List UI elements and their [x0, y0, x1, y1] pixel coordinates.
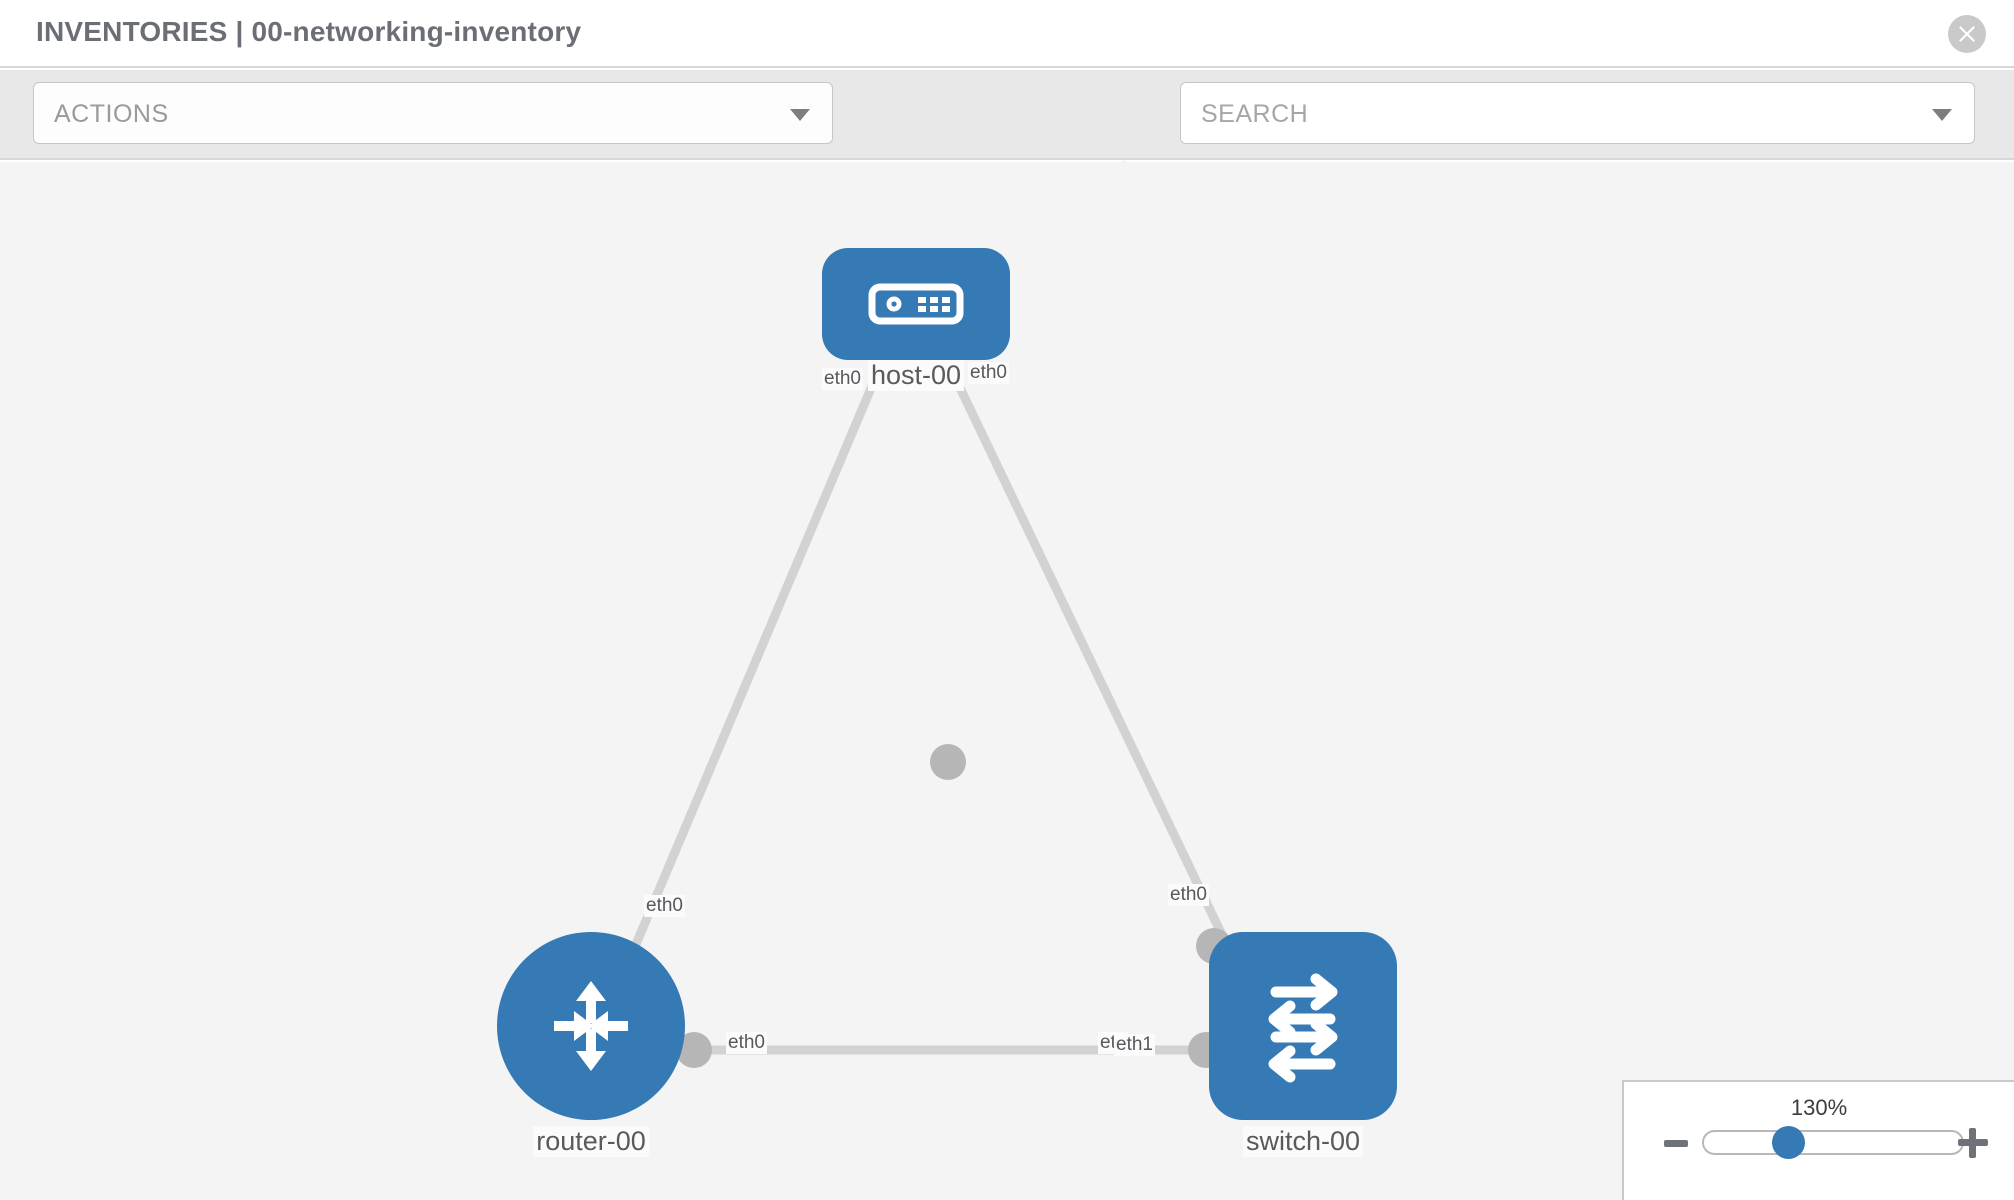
zoom-in-button[interactable]	[1958, 1128, 1988, 1158]
zoom-slider-track[interactable]	[1702, 1130, 1964, 1155]
node-label-host-00: host-00	[867, 360, 965, 391]
node-switch-00[interactable]: switch-00	[1209, 932, 1397, 1157]
zoom-percent-label: 130%	[1790, 1095, 1848, 1120]
zoom-slider-thumb[interactable]	[1772, 1126, 1805, 1159]
node-label-router-00: router-00	[533, 1126, 649, 1157]
node-host-00[interactable]: host-00	[822, 248, 1010, 391]
close-icon[interactable]	[1948, 15, 1986, 53]
switch-arrows-icon	[1268, 973, 1338, 1083]
host-node-shape	[822, 248, 1010, 360]
search-chevron-down-icon[interactable]	[1932, 109, 1952, 121]
router-arrows-icon	[554, 981, 628, 1071]
router-node-shape	[497, 932, 685, 1120]
search-placeholder: SEARCH	[1201, 100, 1309, 128]
page-header: INVENTORIES | 00-networking-inventory	[0, 0, 2014, 68]
chevron-down-icon	[790, 109, 810, 121]
interface-label-switch-left: eth1	[1114, 1034, 1155, 1056]
actions-dropdown[interactable]: ACTIONS	[33, 82, 833, 144]
search-input[interactable]: SEARCH	[1180, 82, 1975, 144]
switch-node-shape	[1209, 932, 1397, 1120]
interface-label-switch-up: eth0	[1168, 884, 1209, 906]
connector-endpoint	[930, 744, 966, 780]
topology-canvas[interactable]: host-00 eth0 eth0	[0, 162, 2014, 1200]
node-label-switch-00: switch-00	[1242, 1126, 1364, 1157]
toolbar: ACTIONS SEARCH	[0, 70, 2014, 198]
interface-label-router-right: eth0	[726, 1032, 767, 1054]
server-chassis-icon	[868, 283, 964, 325]
zoom-control-panel: 130%	[1622, 1080, 2014, 1200]
page-title: INVENTORIES | 00-networking-inventory	[36, 16, 582, 47]
interface-label-host-left: eth0	[822, 368, 863, 390]
interface-label-host-right: eth0	[968, 362, 1009, 384]
zoom-out-button[interactable]	[1664, 1140, 1688, 1147]
node-router-00[interactable]: router-00	[497, 932, 685, 1157]
interface-label-router-up: eth0	[644, 895, 685, 917]
actions-dropdown-label: ACTIONS	[54, 100, 169, 128]
